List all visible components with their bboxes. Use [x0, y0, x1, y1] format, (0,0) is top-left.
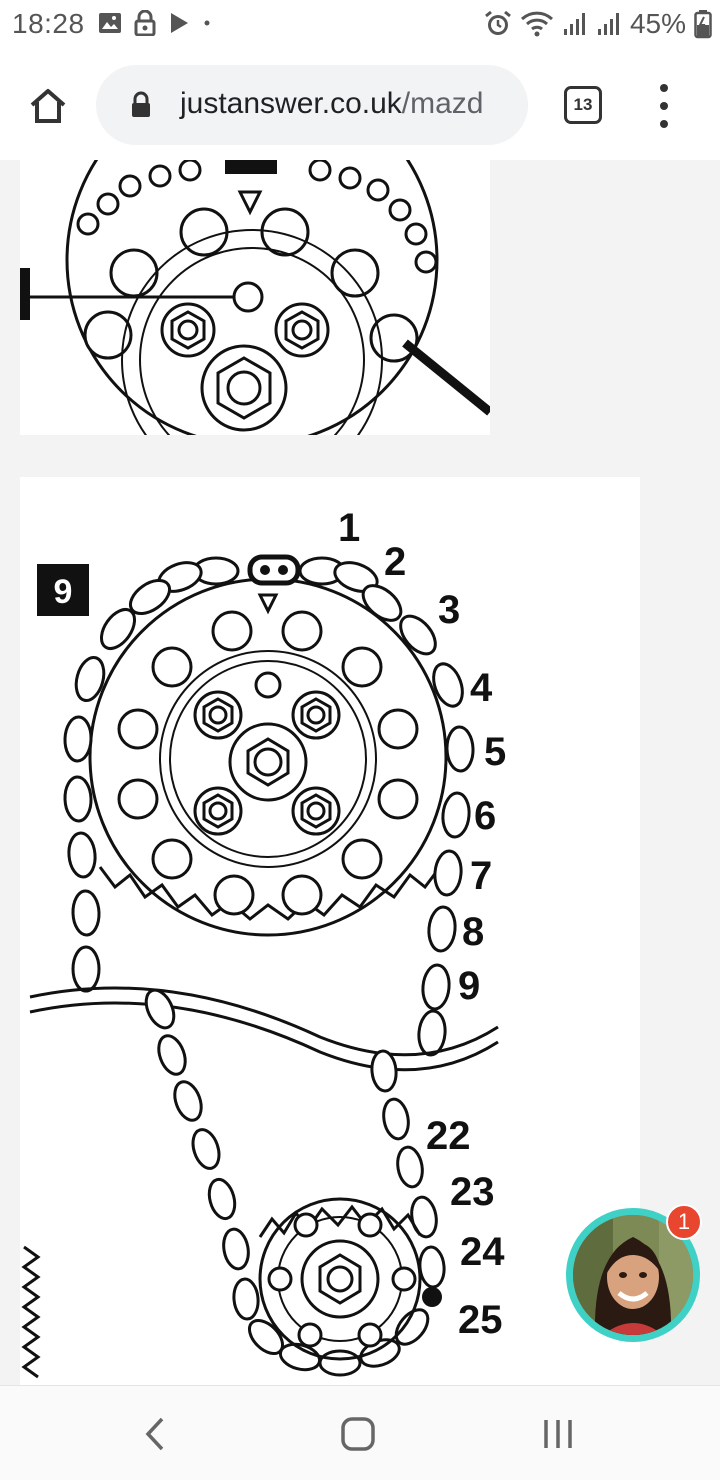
back-icon: [145, 1417, 164, 1451]
url-path: /mazd: [401, 87, 484, 120]
wifi-icon: [520, 11, 553, 37]
chain-label-23: 23: [450, 1170, 495, 1214]
tab-switcher-button[interactable]: 13: [564, 86, 602, 124]
lock-status-icon: [134, 10, 156, 36]
chain-label-2: 2: [384, 540, 406, 584]
address-bar[interactable]: justanswer.co.uk/mazd: [96, 65, 528, 145]
system-nav-bar: [0, 1385, 720, 1480]
status-time: 18:28: [12, 8, 85, 39]
battery-icon: [694, 10, 712, 39]
chain-label-7: 7: [470, 854, 492, 898]
gallery-icon: [99, 13, 121, 33]
alarm-icon: [485, 10, 511, 35]
chain-label-22: 22: [426, 1114, 471, 1158]
play-icon: [171, 13, 188, 33]
timing-chain-diagram: 9: [21, 506, 506, 1379]
sprocket-diagram-image: [20, 160, 493, 491]
tab-count: 13: [573, 95, 593, 114]
home-square-icon: [341, 1417, 375, 1451]
battery-percent: 45%: [629, 8, 686, 39]
dot-icon: [204, 20, 210, 26]
notification-badge: 1: [666, 1204, 702, 1240]
menu-button[interactable]: [652, 84, 676, 128]
chain-label-24: 24: [460, 1230, 505, 1274]
timing-diagram-1: [20, 160, 493, 491]
figure-number: 9: [54, 573, 73, 611]
chain-label-6: 6: [474, 794, 496, 838]
chain-label-9: 9: [458, 964, 480, 1008]
signal-icon-2: [597, 13, 619, 35]
browser-toolbar: justanswer.co.uk/mazd 13: [0, 50, 720, 160]
nav-recents-button[interactable]: [540, 1416, 576, 1457]
chain-label-3: 3: [438, 588, 460, 632]
page-content[interactable]: 9: [0, 160, 720, 1385]
nav-back-button[interactable]: [140, 1416, 170, 1457]
url-domain: justanswer.co.uk: [180, 87, 402, 120]
status-bar: 18:28 45%: [0, 0, 720, 50]
nav-home-button[interactable]: [340, 1416, 376, 1457]
chain-label-25: 25: [458, 1298, 503, 1342]
lock-icon: [132, 91, 150, 117]
chain-label-5: 5: [484, 730, 506, 774]
chain-label-1: 1: [338, 506, 360, 550]
chat-avatar-button[interactable]: [566, 1208, 700, 1342]
home-button[interactable]: [22, 80, 74, 132]
signal-icon-1: [563, 13, 585, 35]
recents-icon: [544, 1420, 572, 1448]
chain-label-4: 4: [470, 666, 493, 710]
home-icon: [30, 89, 66, 123]
url-text: justanswer.co.uk/mazd: [180, 87, 483, 121]
timing-diagram-9: 9: [20, 477, 640, 1385]
chain-label-8: 8: [462, 910, 484, 954]
